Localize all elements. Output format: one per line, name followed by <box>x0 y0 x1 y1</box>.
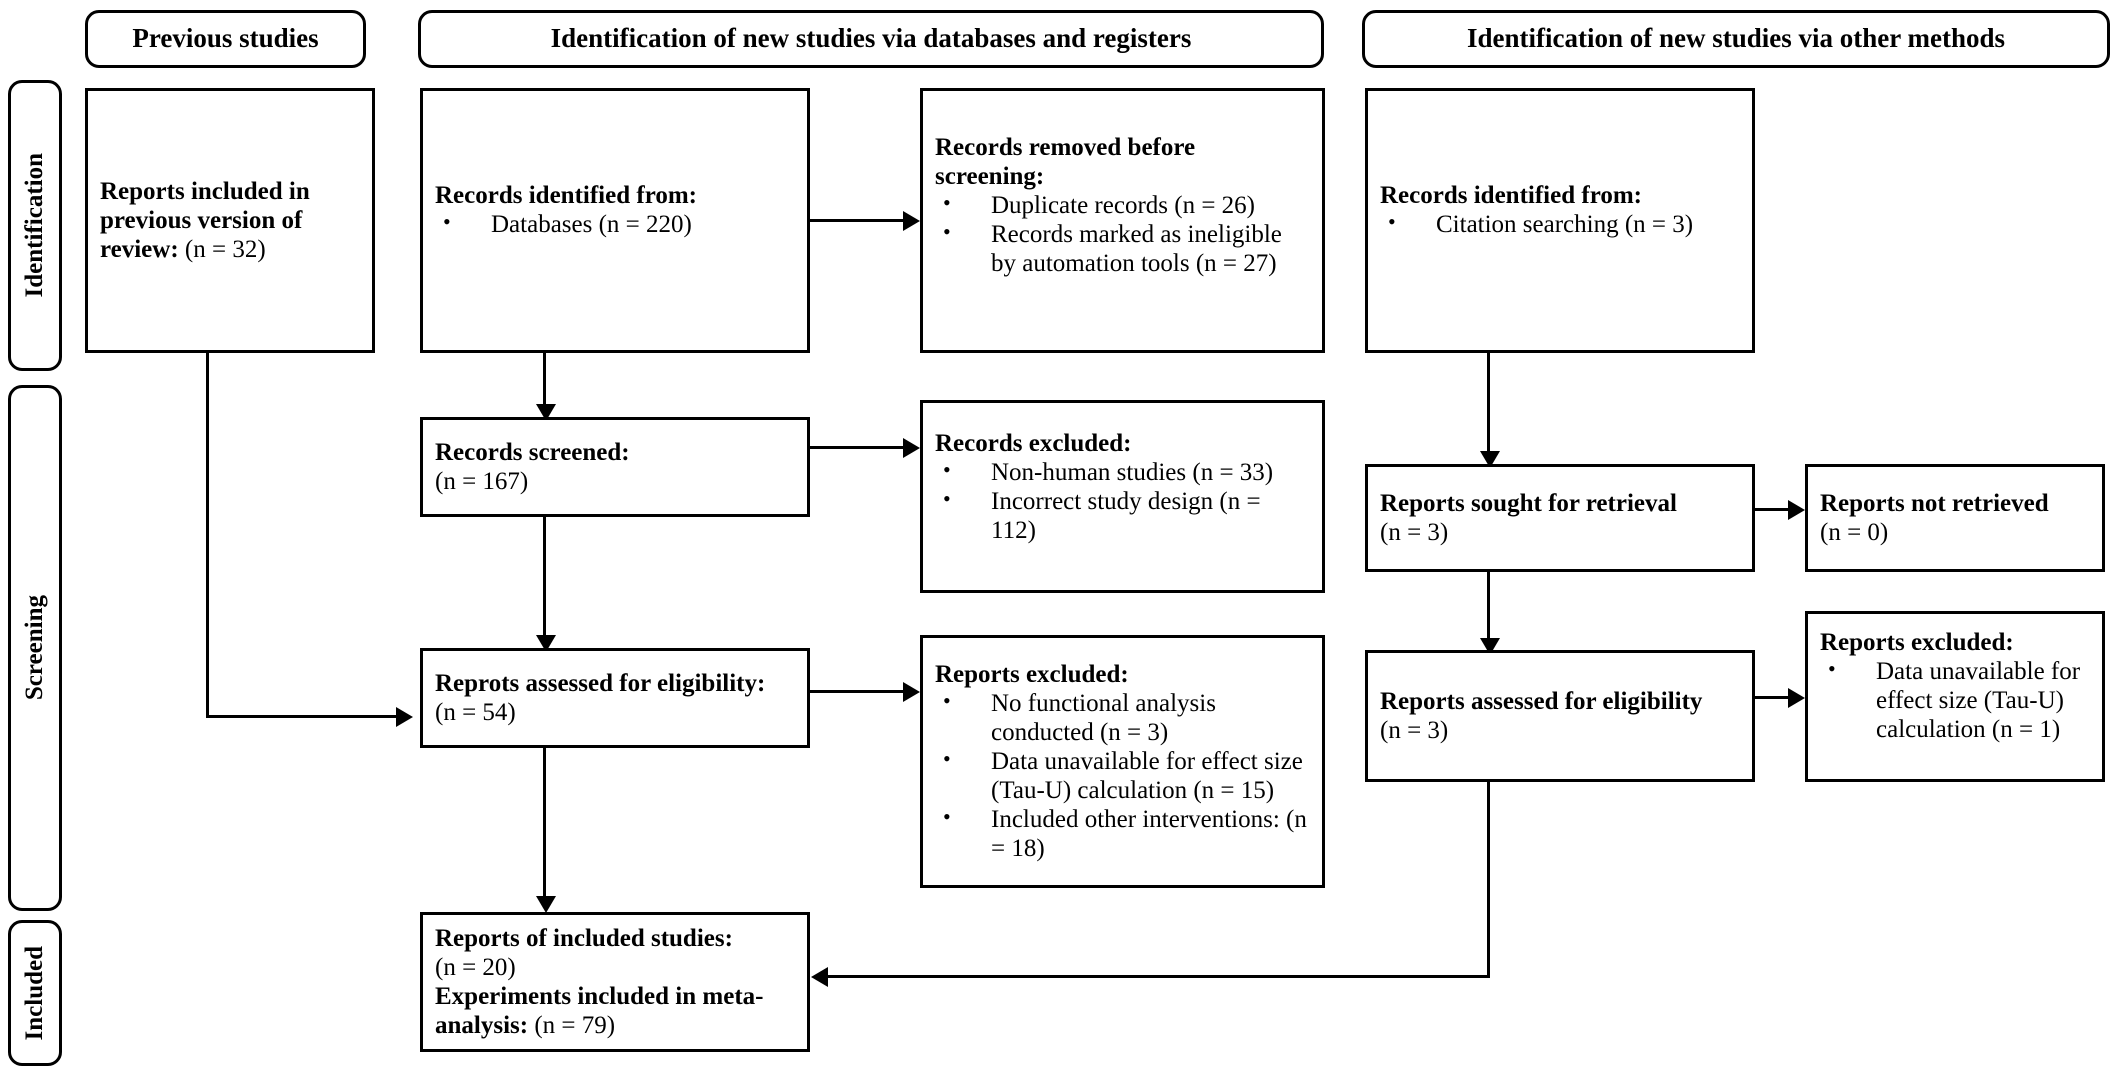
box-count-secondary: (n = 79) <box>534 1012 616 1039</box>
header-previous-studies: Previous studies <box>85 10 366 68</box>
list-item: No functional analysis conducted (n = 3) <box>935 688 1310 747</box>
connector-other-eligibility-vertical <box>1487 782 1490 978</box>
box-title-secondary: Experiments included in meta-analysis: <box>435 983 764 1039</box>
stage-label-identification: Identification <box>8 80 62 371</box>
list-item: Data unavailable for effect size (Tau-U)… <box>1820 656 2090 744</box>
box-records-identified-other: Records identified from: Citation search… <box>1365 88 1755 353</box>
box-reports-not-retrieved: Reports not retrieved (n = 0) <box>1805 464 2105 572</box>
arrowhead-screened-to-excluded <box>903 438 920 458</box>
box-title: Reports of included studies: <box>435 925 733 952</box>
box-other-reports-excluded: Reports excluded: Data unavailable for e… <box>1805 611 2105 782</box>
box-title: Reprots assessed for eligibility: <box>435 670 766 697</box>
connector-eligibility-to-excluded <box>810 690 903 693</box>
stage-label-included: Included <box>8 920 62 1066</box>
box-title: Reports excluded: <box>1820 629 2014 656</box>
box-reports-included-studies: Reports of included studies: (n = 20) Ex… <box>420 912 810 1052</box>
arrowhead-identified-to-removed <box>903 211 920 231</box>
arrowhead-screened-to-eligibility <box>536 635 556 652</box>
box-title: Records identified from: <box>1380 182 1642 209</box>
arrowhead-other-identified-to-sought <box>1480 451 1500 468</box>
box-records-removed-before-screening: Records removed before screening: Duplic… <box>920 88 1325 353</box>
arrowhead-previous-to-eligibility <box>396 707 413 727</box>
box-bullet-list: Non-human studies (n = 33) Incorrect stu… <box>935 457 1310 545</box>
connector-identified-to-removed <box>810 219 903 222</box>
box-bullet-list: No functional analysis conducted (n = 3)… <box>935 688 1310 863</box>
box-title: Reports included in previous version of … <box>100 178 310 263</box>
list-item: Databases (n = 220) <box>435 209 795 239</box>
connector-previous-horizontal <box>206 715 396 718</box>
box-count: (n = 3) <box>1380 519 1449 546</box>
box-reports-excluded: Reports excluded: No functional analysis… <box>920 635 1325 888</box>
box-other-reports-assessed-eligibility: Reports assessed for eligibility (n = 3) <box>1365 650 1755 782</box>
header-label: Identification of new studies via databa… <box>550 23 1192 54</box>
box-title: Records screened: <box>435 439 630 466</box>
connector-identified-to-screened <box>543 353 546 406</box>
box-title: Reports assessed for eligibility <box>1380 688 1703 715</box>
arrowhead-other-to-included <box>811 967 828 987</box>
header-other-methods: Identification of new studies via other … <box>1362 10 2110 68</box>
box-reports-sought-retrieval: Reports sought for retrieval (n = 3) <box>1365 464 1755 572</box>
box-title: Records identified from: <box>435 182 697 209</box>
connector-sought-to-not-retrieved <box>1755 508 1788 511</box>
box-title: Records excluded: <box>935 430 1132 457</box>
connector-other-eligibility-horizontal <box>828 975 1490 978</box>
list-item: Included other interventions: (n = 18) <box>935 804 1310 863</box>
box-bullet-list: Duplicate records (n = 26) Records marke… <box>935 190 1310 278</box>
arrowhead-sought-to-not-retrieved <box>1788 500 1805 520</box>
list-item: Records marked as ineligible by automati… <box>935 219 1310 278</box>
box-count: (n = 0) <box>1820 519 1889 546</box>
box-title: Reports sought for retrieval <box>1380 490 1677 517</box>
box-bullet-list: Databases (n = 220) <box>435 209 795 239</box>
arrowhead-eligibility-to-included <box>536 896 556 913</box>
box-count: (n = 20) <box>435 954 516 981</box>
box-title: Records removed before screening: <box>935 134 1196 190</box>
arrowhead-eligibility-to-excluded <box>903 682 920 702</box>
connector-other-eligibility-to-excluded <box>1755 696 1788 699</box>
box-count: (n = 3) <box>1380 717 1449 744</box>
connector-other-identified-to-sought <box>1487 353 1490 453</box>
box-records-screened: Records screened: (n = 167) <box>420 417 810 517</box>
box-title: Reports not retrieved <box>1820 490 2049 517</box>
box-bullet-list: Data unavailable for effect size (Tau-U)… <box>1820 656 2090 744</box>
box-bullet-list: Citation searching (n = 3) <box>1380 209 1740 239</box>
header-label: Identification of new studies via other … <box>1466 23 2005 54</box>
list-item: Non-human studies (n = 33) <box>935 457 1310 487</box>
box-count: (n = 167) <box>435 468 529 495</box>
header-databases-registers: Identification of new studies via databa… <box>418 10 1324 68</box>
connector-screened-to-excluded <box>810 446 903 449</box>
stage-label-screening: Screening <box>8 385 62 911</box>
connector-eligibility-to-included <box>543 748 546 898</box>
box-reports-assessed-eligibility: Reprots assessed for eligibility: (n = 5… <box>420 648 810 748</box>
list-item: Incorrect study design (n = 112) <box>935 486 1310 545</box>
box-title: Reports excluded: <box>935 661 1129 688</box>
box-records-identified-databases: Records identified from: Databases (n = … <box>420 88 810 353</box>
arrowhead-identified-to-screened <box>536 404 556 421</box>
list-item: Duplicate records (n = 26) <box>935 190 1310 220</box>
arrowhead-other-eligibility-to-excluded <box>1788 688 1805 708</box>
box-records-excluded: Records excluded: Non-human studies (n =… <box>920 400 1325 593</box>
stage-label-text: Included <box>21 945 48 1041</box>
box-count: (n = 54) <box>435 699 516 726</box>
list-item: Data unavailable for effect size (Tau-U)… <box>935 746 1310 805</box>
stage-label-text: Identification <box>21 153 48 298</box>
connector-sought-to-eligibility <box>1487 572 1490 640</box>
connector-screened-to-eligibility <box>543 517 546 637</box>
box-count: (n = 32) <box>184 236 266 263</box>
stage-label-text: Screening <box>21 595 48 701</box>
list-item: Citation searching (n = 3) <box>1380 209 1740 239</box>
header-label: Previous studies <box>132 23 319 54</box>
connector-previous-vertical <box>206 353 209 717</box>
box-reports-included-previous: Reports included in previous version of … <box>85 88 375 353</box>
